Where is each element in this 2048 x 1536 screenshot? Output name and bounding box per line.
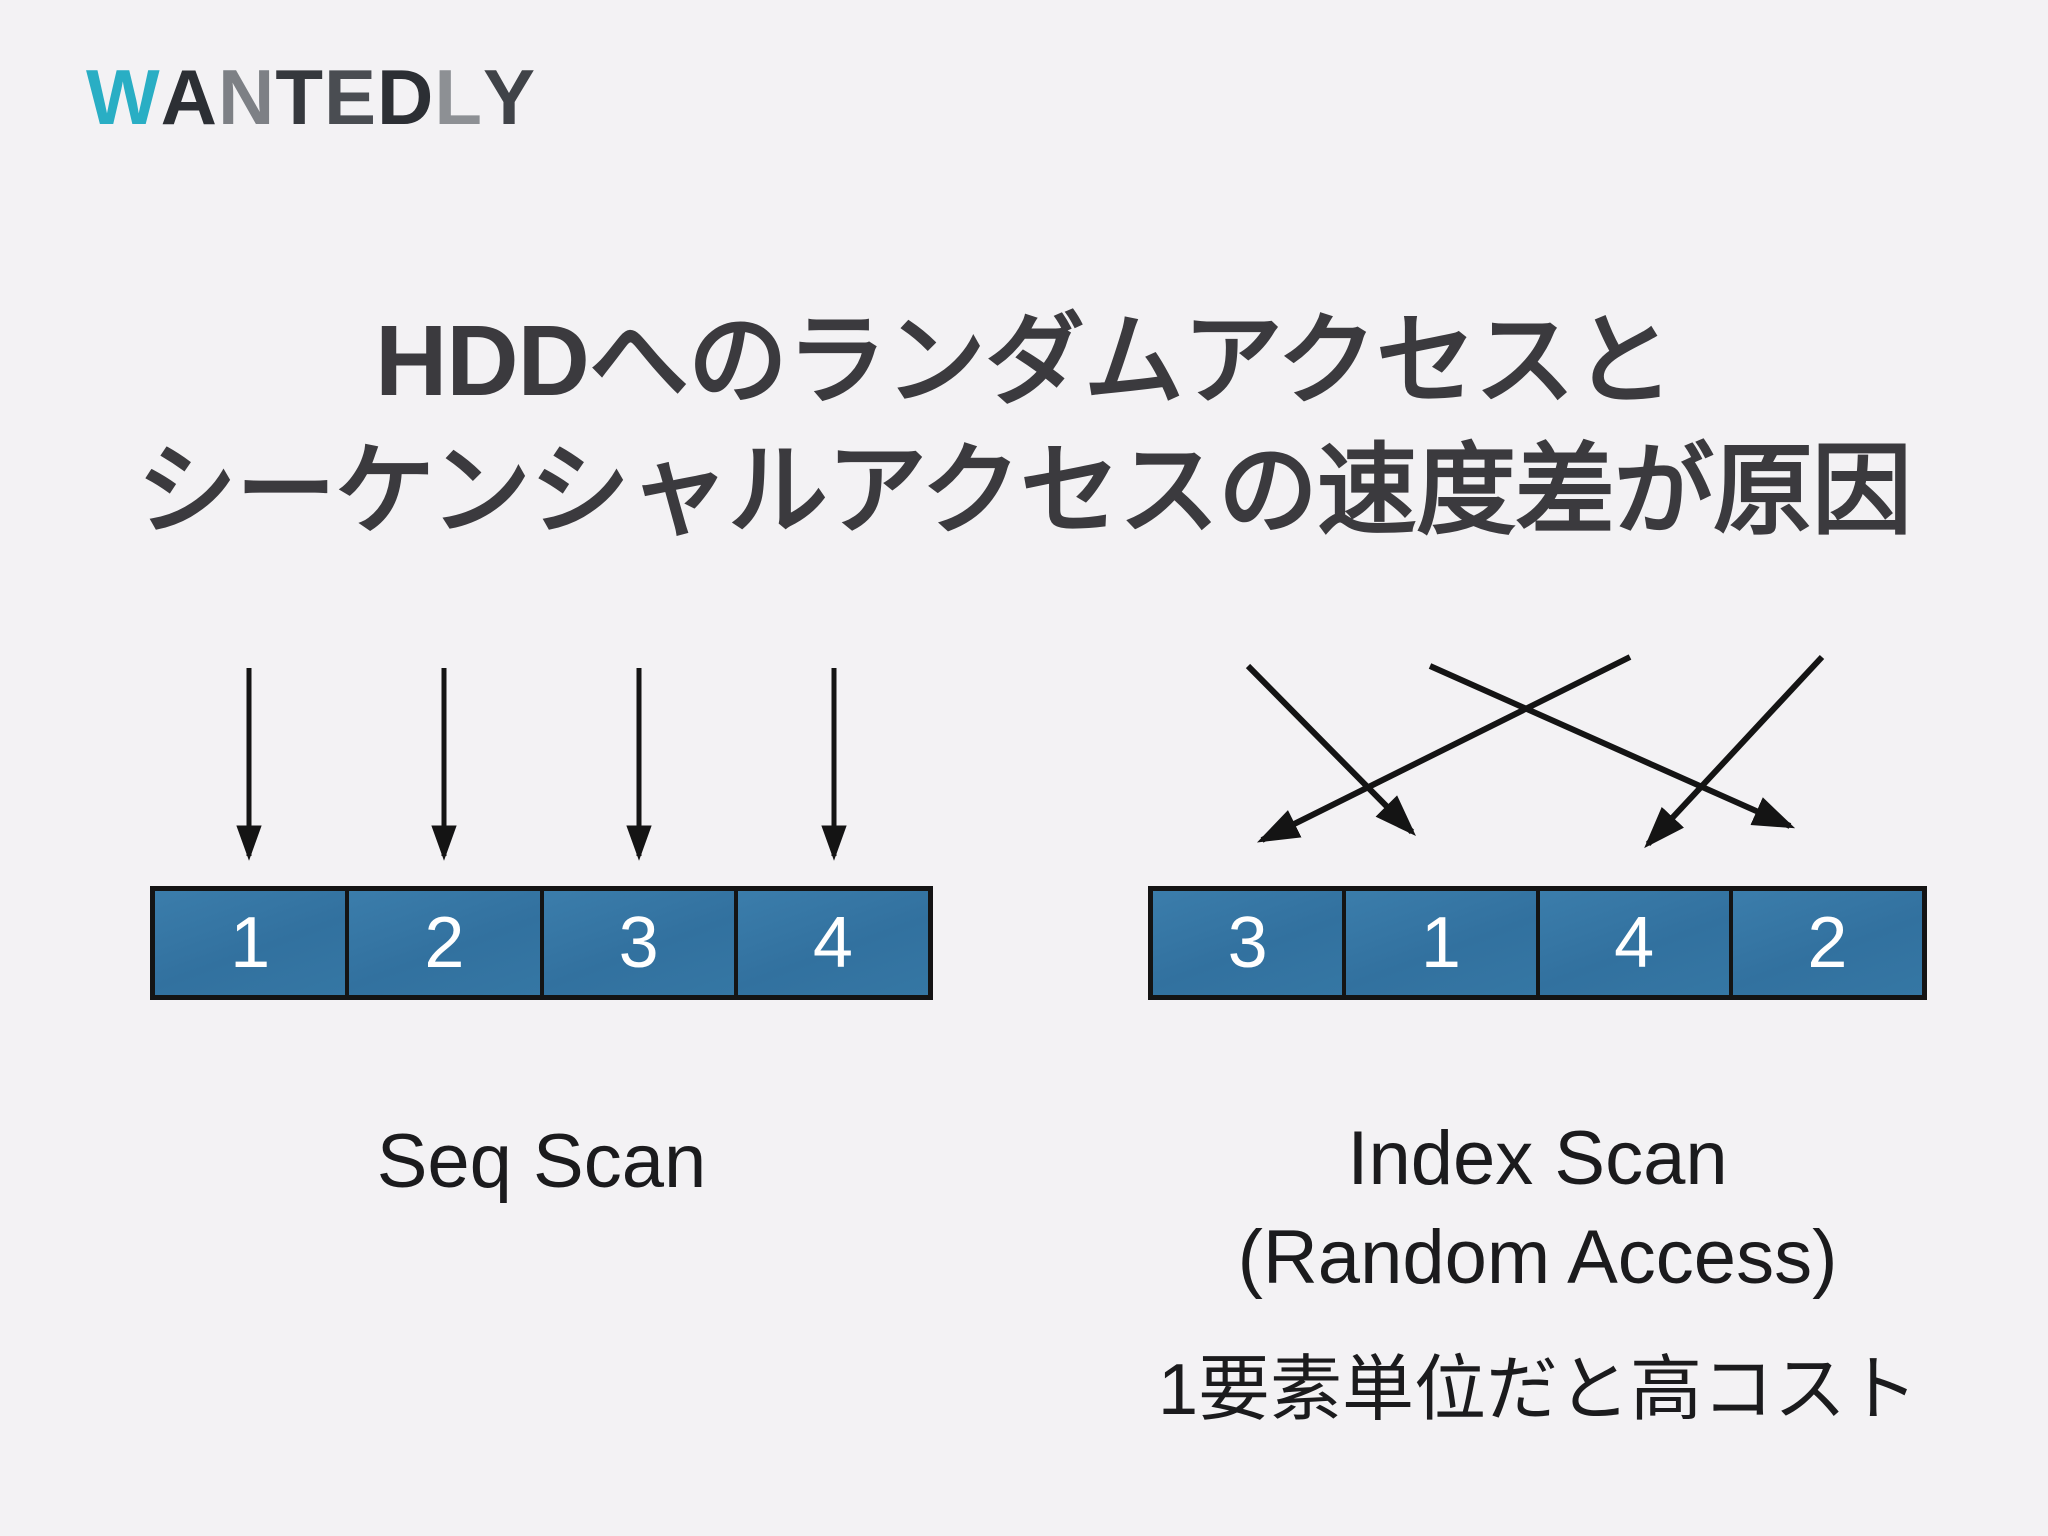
logo-letter: E [323, 53, 377, 141]
random-access-arrow-2 [1256, 654, 1632, 843]
index-scan-label-line2: (Random Access) [1237, 1214, 1838, 1300]
logo-letter: A [160, 53, 218, 141]
logo-letter: Y [483, 53, 537, 141]
random-access-arrow-1 [1245, 663, 1416, 837]
seq-scan-label: Seq Scan [376, 1119, 707, 1204]
disk-block: 3 [543, 891, 734, 995]
logo-letter: N [217, 53, 276, 141]
index-scan-cost-note: 1要素単位だと高コスト [1157, 1350, 1919, 1430]
index-scan-block-row: 3 1 4 2 [1148, 886, 1927, 1000]
index-scan-label: Index Scan (Random Access) [1148, 1110, 1927, 1308]
logo-letter: L [434, 53, 483, 141]
logo-letter: D [377, 53, 435, 141]
logo-letter: T [275, 53, 324, 141]
disk-block: 4 [737, 891, 928, 995]
disk-block: 3 [1153, 891, 1343, 995]
index-scan-label-line1: Index Scan [1347, 1116, 1728, 1201]
seq-scan-block-row: 1 2 3 4 [150, 886, 933, 1000]
disk-block: 1 [155, 891, 346, 995]
random-access-arrow-3 [1428, 663, 1796, 829]
disk-block: 4 [1539, 891, 1729, 995]
slide-title-line2: シーケンシャルアクセスの速度差が原因 [137, 435, 1912, 547]
disk-block: 2 [1732, 891, 1922, 995]
wantedly-logo: WANTEDLY [86, 58, 536, 136]
disk-block: 2 [349, 891, 540, 995]
disk-block: 1 [1346, 891, 1536, 995]
slide-title-line1: HDDへのランダムアクセスと [375, 305, 1674, 417]
slide-title: HDDへのランダムアクセスと シーケンシャルアクセスの速度差が原因 [0, 296, 2048, 556]
random-access-arrow-4 [1644, 654, 1825, 849]
logo-letter: W [86, 53, 161, 141]
